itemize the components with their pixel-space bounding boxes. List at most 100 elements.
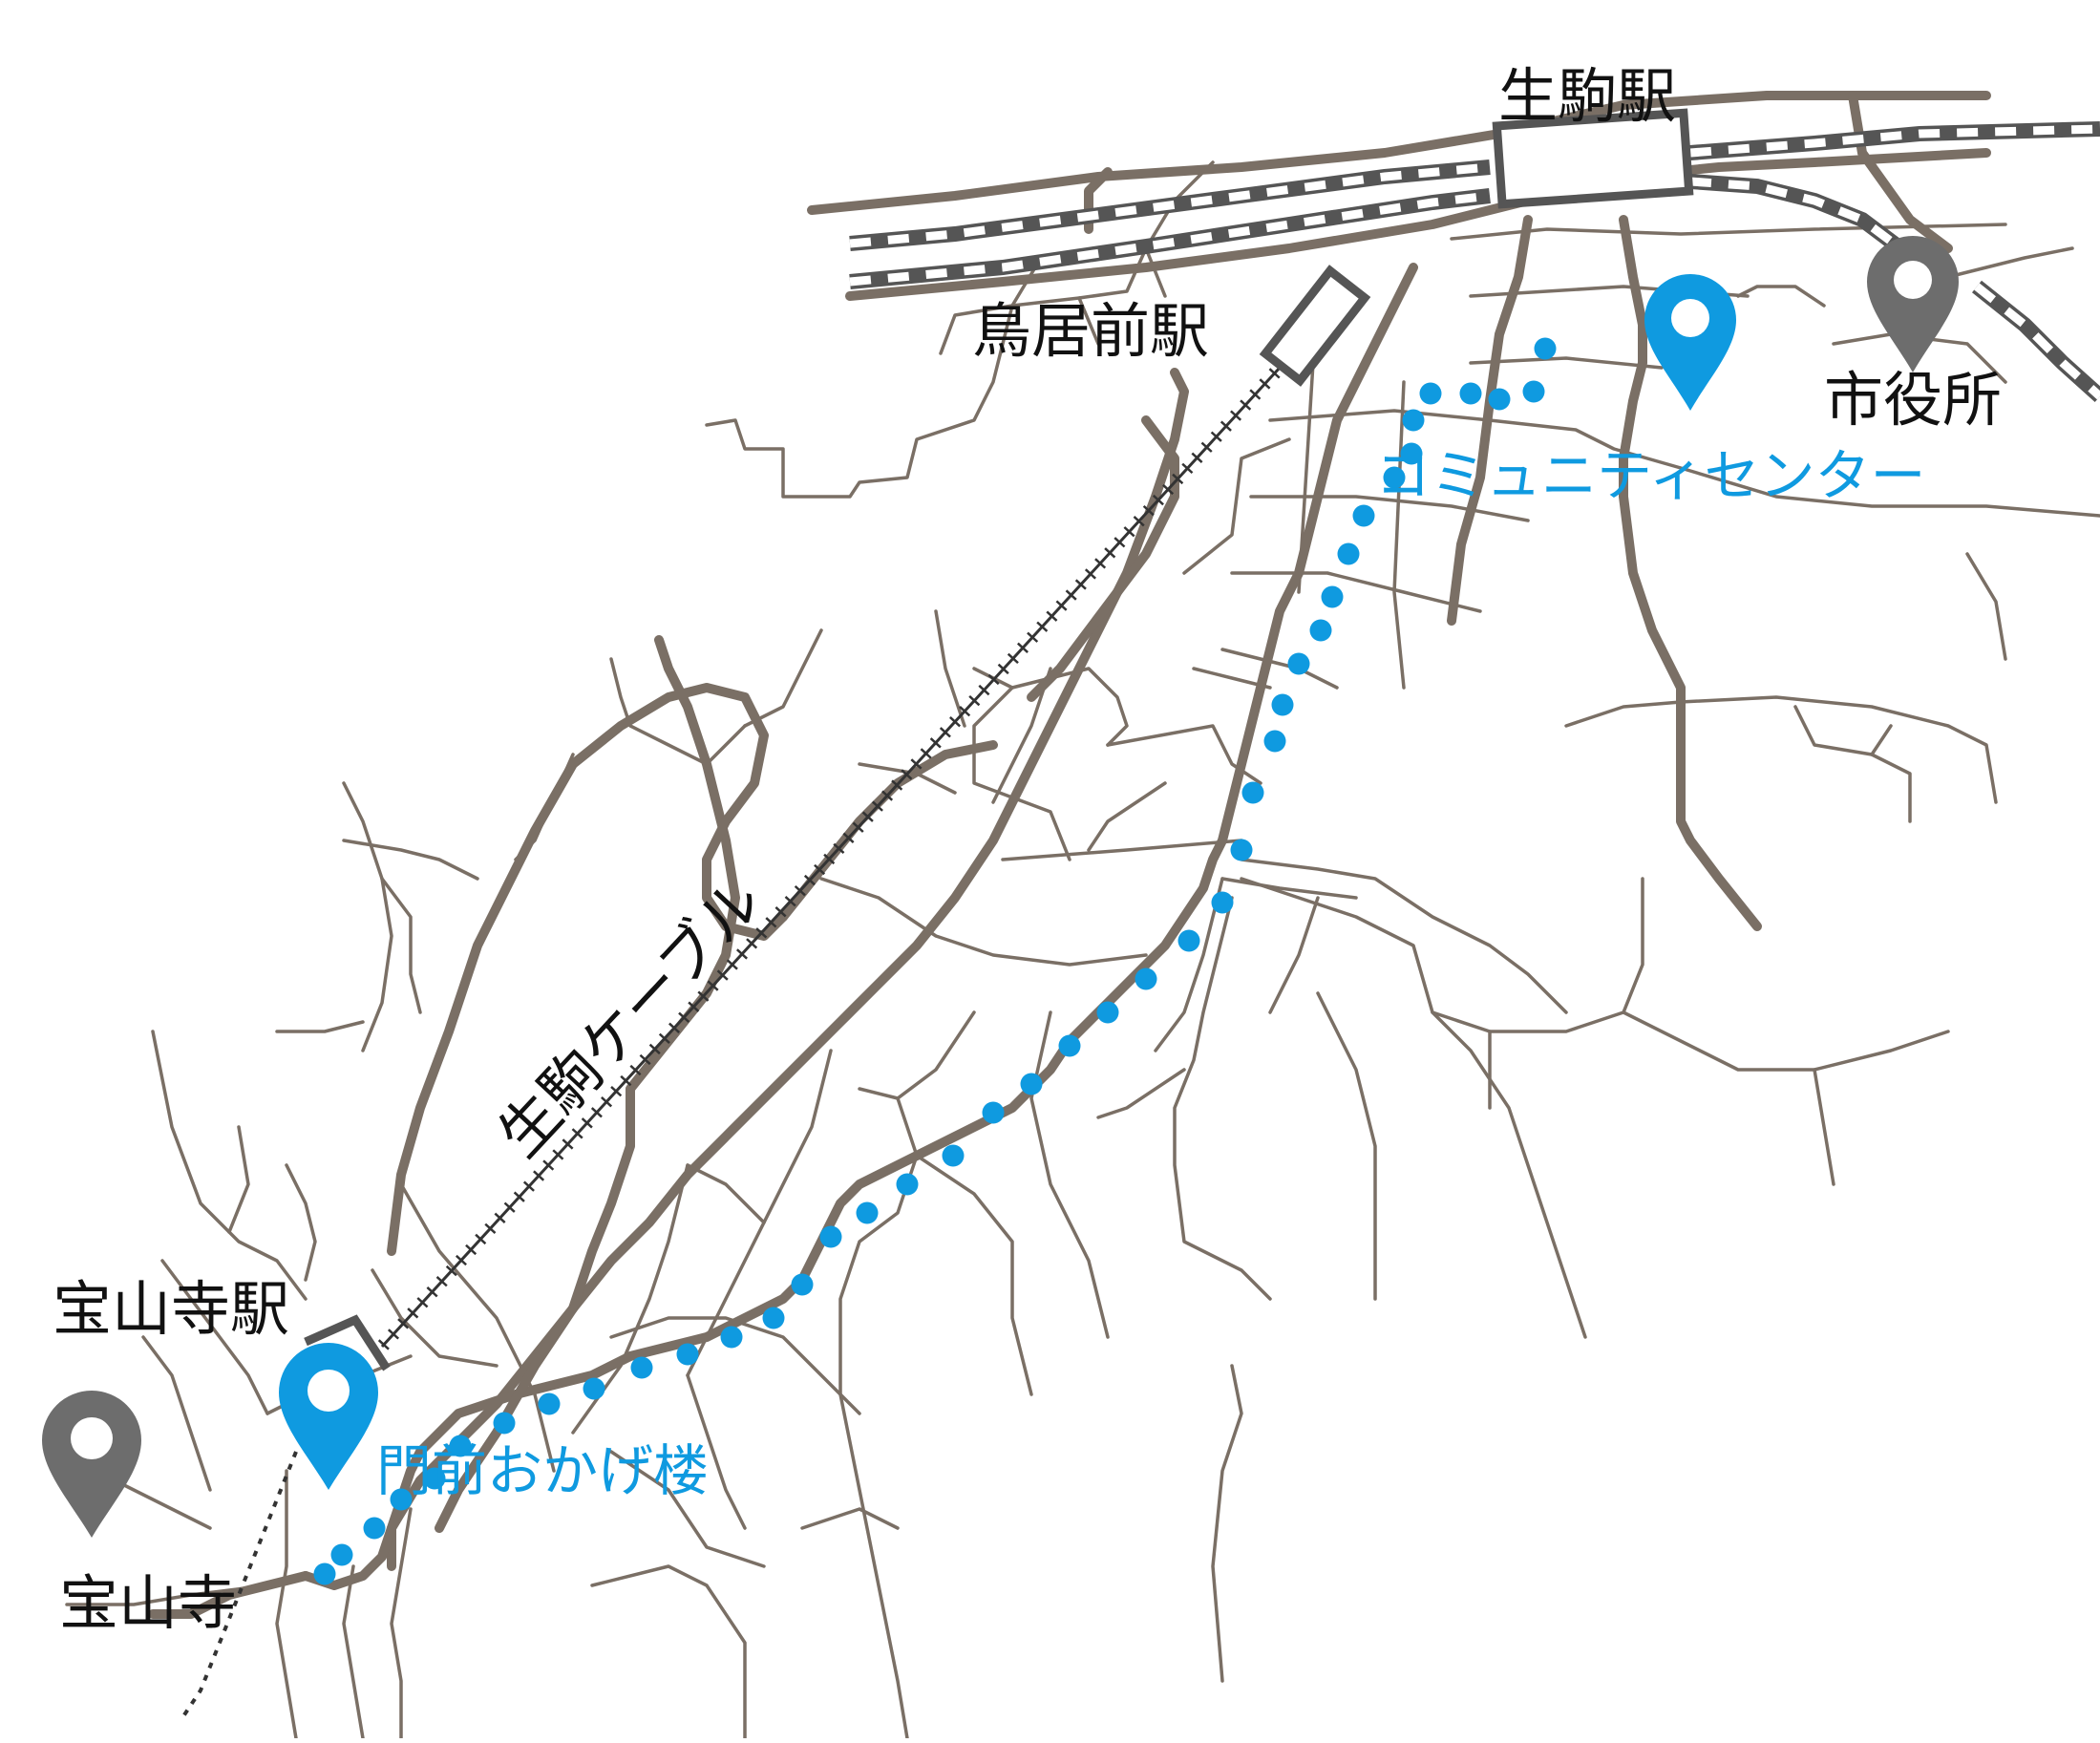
route-dot <box>630 1356 653 1379</box>
cable-tick <box>823 853 836 865</box>
cable-tick <box>455 1254 467 1266</box>
cable-tick <box>1027 631 1039 643</box>
cable-tick <box>1172 473 1184 485</box>
cable-tick <box>688 1001 700 1012</box>
cable-tick <box>707 980 719 991</box>
route-dot <box>982 1101 1005 1124</box>
route-dot <box>583 1377 605 1400</box>
map-pin-icon[interactable] <box>279 1343 378 1490</box>
route-dot <box>423 1467 446 1490</box>
footpath-dotted <box>180 1451 298 1721</box>
route-dot <box>1352 504 1375 527</box>
cable-tick <box>814 863 826 876</box>
route-dot <box>819 1225 842 1248</box>
cable-tick <box>959 706 971 717</box>
cable-tick <box>475 1233 487 1245</box>
cable-tick <box>978 684 990 696</box>
route-dot <box>942 1144 965 1167</box>
cable-tick <box>1240 399 1252 411</box>
cable-tick <box>716 969 729 981</box>
cable-tick <box>629 1064 642 1076</box>
route-dot <box>330 1543 353 1566</box>
route-dot <box>720 1326 743 1349</box>
cable-tick <box>803 874 816 886</box>
route-dot <box>1400 442 1423 465</box>
cable-tick <box>397 1318 410 1329</box>
pin-hole <box>71 1417 113 1459</box>
cable-tick <box>639 1053 651 1066</box>
cable-tick <box>610 1085 623 1097</box>
route-dot <box>762 1307 785 1329</box>
cable-tick <box>755 927 768 939</box>
route-dot <box>1020 1073 1043 1095</box>
route-dot <box>1383 466 1406 489</box>
cable-tick <box>871 800 883 812</box>
cable-tick <box>1230 410 1242 421</box>
pin-hole <box>1671 299 1709 337</box>
cable-tick <box>678 1011 690 1023</box>
cable-tick <box>1065 589 1077 601</box>
cable-tick <box>552 1149 564 1160</box>
route-dot <box>493 1412 516 1435</box>
cable-tick <box>784 895 796 907</box>
toriimae-station-marker[interactable] <box>1259 265 1371 387</box>
cable-tick <box>658 1032 670 1045</box>
route-dot <box>791 1273 814 1296</box>
ikoma-station-marker[interactable] <box>1492 108 1694 209</box>
monzen-okageru-pin[interactable] <box>279 1343 378 1490</box>
cable-tick <box>1181 462 1194 475</box>
cable-tick <box>765 917 777 928</box>
cable-tick <box>929 737 942 749</box>
hozanji-station[interactable] <box>304 1314 391 1371</box>
map-pin-icon[interactable] <box>42 1391 141 1538</box>
city-hall-pin[interactable] <box>1867 236 1959 372</box>
cable-tick <box>1249 389 1262 400</box>
route-dot <box>1488 388 1511 411</box>
cable-tick <box>910 758 923 770</box>
route-dot <box>1287 652 1310 675</box>
cable-tick <box>726 959 738 970</box>
route-dot <box>1177 929 1200 952</box>
cable-tick <box>1133 516 1145 527</box>
cable-car-line <box>377 366 1282 1350</box>
cable-tick <box>1162 483 1175 496</box>
hozanji-station-marker[interactable] <box>304 1314 391 1371</box>
map-pin-icon[interactable] <box>1867 236 1959 372</box>
route-dot <box>1263 730 1286 753</box>
cable-tick <box>968 694 981 707</box>
cable-tick <box>1200 441 1213 453</box>
hozanji-temple-pin[interactable] <box>42 1391 141 1538</box>
cable-tick <box>833 842 845 855</box>
cable-tick <box>620 1074 632 1087</box>
cable-tick <box>1114 537 1126 548</box>
cable-tick <box>949 716 962 728</box>
community-center-label: コミュニティセンター <box>1375 443 1926 508</box>
cable-tick <box>1016 642 1029 653</box>
route-dot <box>1534 337 1557 360</box>
cable-tick <box>852 821 864 833</box>
cable-tick <box>445 1265 457 1277</box>
cable-tick <box>1036 621 1049 632</box>
hozanji-station-label: 宝山寺駅 <box>53 1274 289 1344</box>
route-dot <box>1230 839 1253 861</box>
cable-tick <box>1220 420 1232 432</box>
cable-tick <box>513 1191 525 1202</box>
route-dot <box>1321 585 1344 608</box>
ikoma-station-label: 生駒駅 <box>1498 61 1676 131</box>
cable-tick <box>377 1339 390 1350</box>
route-dot <box>1309 619 1332 642</box>
route-dot <box>856 1201 879 1224</box>
cable-tick <box>861 811 874 822</box>
cable-tick <box>1104 547 1116 559</box>
toriimae-station[interactable] <box>1259 265 1371 387</box>
route-dot <box>1419 382 1442 405</box>
cable-tick <box>1142 504 1155 517</box>
ikoma-station[interactable] <box>1492 108 1694 209</box>
cable-tick <box>1046 610 1058 622</box>
pin-hole <box>1894 261 1932 299</box>
cable-tick <box>581 1117 593 1129</box>
community-center-pin[interactable] <box>1644 274 1736 411</box>
map-pin-icon[interactable] <box>1644 274 1736 411</box>
